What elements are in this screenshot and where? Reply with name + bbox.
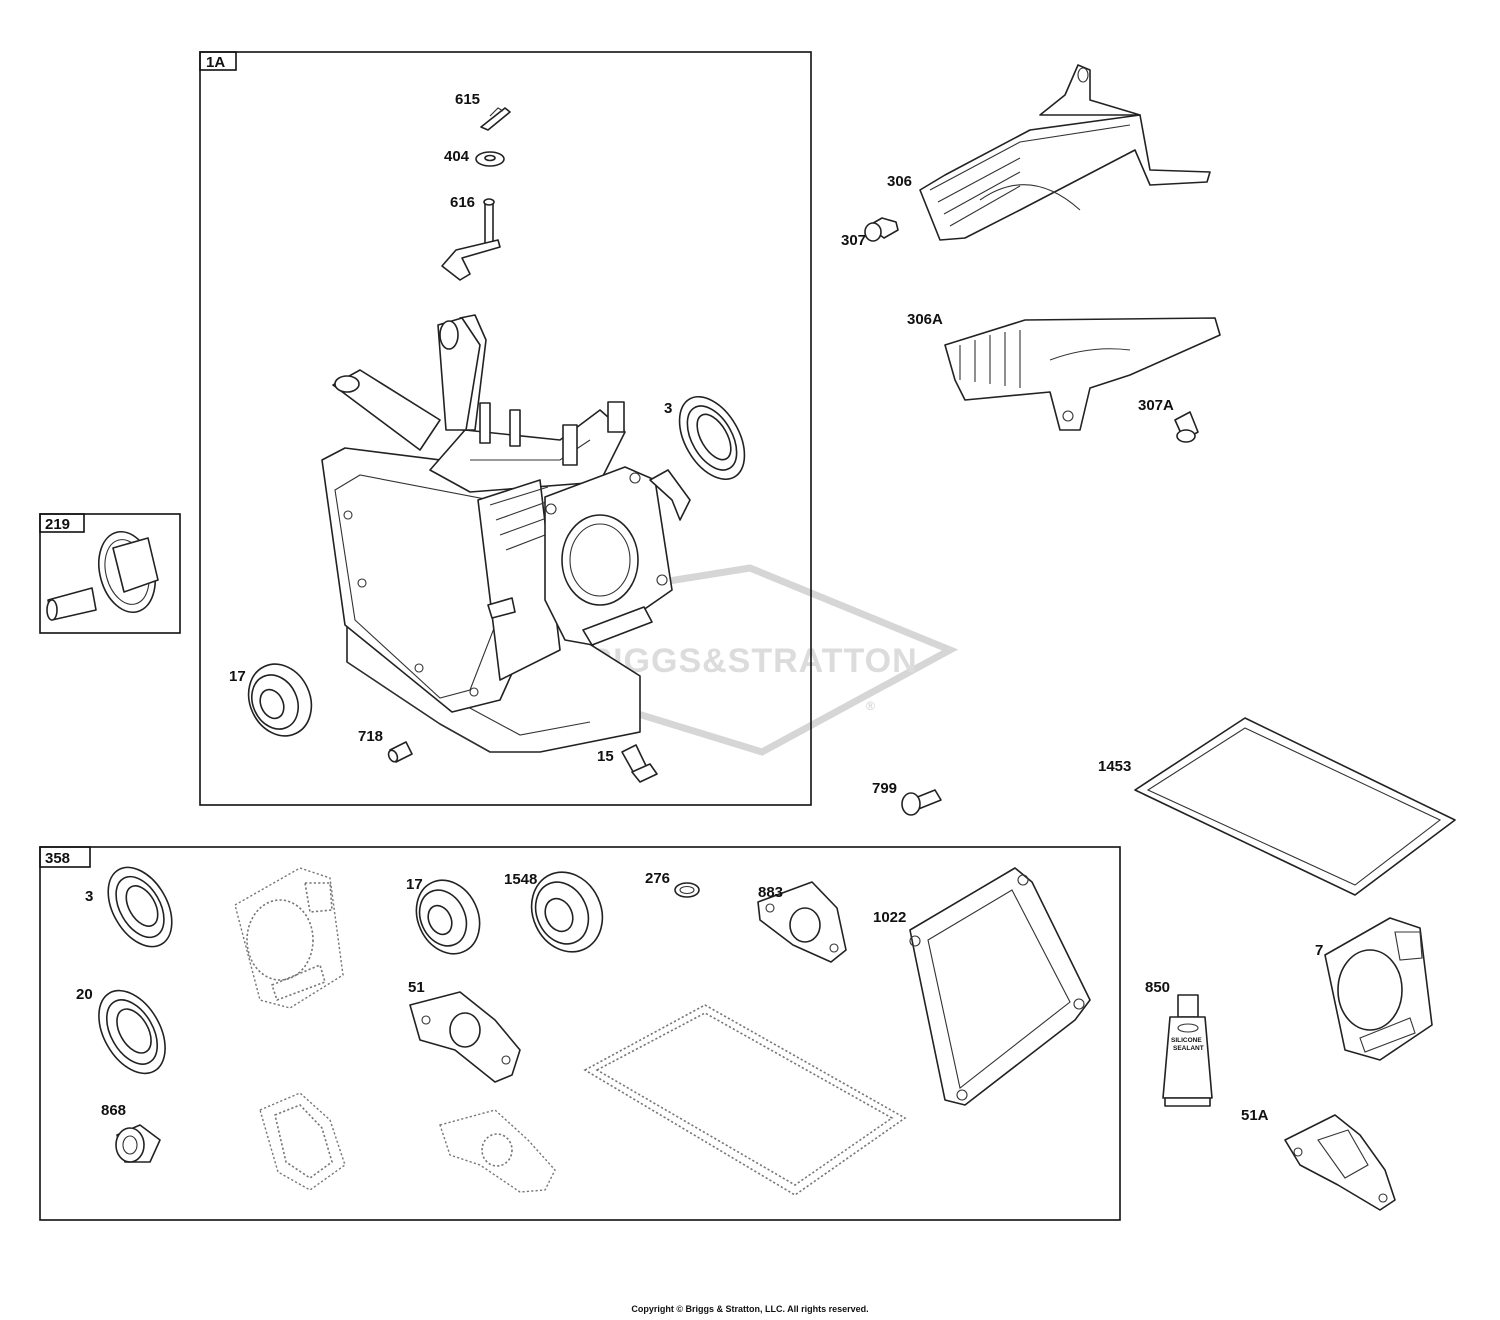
part-219-governor-gear[interactable]: [46, 525, 164, 621]
box-219-label: 219: [45, 516, 70, 533]
callout-718[interactable]: 718: [358, 728, 383, 745]
phantom-sump-gasket: [583, 1004, 907, 1196]
part-307a-screw[interactable]: [1174, 411, 1199, 443]
box-358-frame: [39, 846, 1121, 1221]
callout-1548[interactable]: 1548: [504, 871, 537, 888]
part-51a-gasket[interactable]: [1284, 1114, 1396, 1211]
callout-306[interactable]: 306: [887, 173, 912, 190]
phantom-head-gasket: [234, 867, 344, 1009]
box-219-tag: [39, 513, 85, 533]
phantom-exhaust-gasket: [439, 1109, 556, 1193]
part-3-oil-seal[interactable]: [666, 386, 758, 491]
part-15-screw[interactable]: [621, 744, 658, 783]
box-1a-label: 1A: [206, 54, 225, 71]
part-307-screw[interactable]: [864, 217, 899, 242]
part-868-valve-seal[interactable]: [115, 1124, 161, 1163]
part-3-oil-seal-kit[interactable]: [95, 856, 185, 957]
callout-3-top[interactable]: 3: [664, 400, 672, 417]
copyright-notice: Copyright © Briggs & Stratton, LLC. All …: [631, 1304, 869, 1314]
part-883-gasket[interactable]: [757, 881, 847, 963]
part-1453-gasket[interactable]: [1134, 717, 1456, 896]
sealant-line-1: SILICONE: [1171, 1037, 1202, 1044]
callout-307a[interactable]: 307A: [1138, 397, 1174, 414]
part-20-oil-seal[interactable]: [85, 979, 178, 1085]
sealant-line-2: SEALANT: [1173, 1045, 1204, 1052]
part-306-shroud[interactable]: [919, 64, 1211, 241]
callout-307[interactable]: 307: [841, 232, 866, 249]
box-219-frame: [39, 513, 181, 634]
part-850-silicone-sealant[interactable]: SILICONE SEALANT: [1162, 994, 1213, 1107]
part-1548-bearing[interactable]: [519, 860, 615, 963]
part-17-bearing[interactable]: [237, 654, 323, 746]
callout-51[interactable]: 51: [408, 979, 425, 996]
phantom-cover-gasket: [259, 1092, 346, 1191]
callout-20[interactable]: 20: [76, 986, 93, 1003]
part-276-o-ring[interactable]: [674, 882, 700, 898]
part-7-head-gasket[interactable]: [1324, 917, 1433, 1061]
callout-17-top[interactable]: 17: [229, 668, 246, 685]
watermark-registered-mark: ®: [866, 699, 875, 713]
part-799-screw[interactable]: [901, 789, 942, 816]
part-615-cotter-pin[interactable]: [480, 107, 511, 131]
part-404-washer[interactable]: [475, 151, 505, 167]
engine-block[interactable]: [321, 314, 691, 753]
callout-51a[interactable]: 51A: [1241, 1107, 1269, 1124]
callout-883[interactable]: 883: [758, 884, 783, 901]
callout-868[interactable]: 868: [101, 1102, 126, 1119]
part-718-dowel-pin[interactable]: [387, 741, 413, 763]
part-51-gasket[interactable]: [409, 991, 521, 1083]
part-17-bearing-kit[interactable]: [405, 870, 491, 964]
callout-404[interactable]: 404: [444, 148, 470, 165]
callout-276[interactable]: 276: [645, 870, 670, 887]
callout-799[interactable]: 799: [872, 780, 897, 797]
part-616-governor-shaft[interactable]: [441, 198, 501, 281]
callout-7[interactable]: 7: [1315, 942, 1323, 959]
part-1022-gasket[interactable]: [909, 867, 1091, 1106]
box-358-label: 358: [45, 850, 70, 867]
callout-3-kit[interactable]: 3: [85, 888, 93, 905]
callout-1022[interactable]: 1022: [873, 909, 906, 926]
part-306a-shroud[interactable]: [944, 317, 1221, 431]
callout-17-kit[interactable]: 17: [406, 876, 423, 893]
callout-616[interactable]: 616: [450, 194, 475, 211]
callout-615[interactable]: 615: [455, 91, 480, 108]
callout-850[interactable]: 850: [1145, 979, 1170, 996]
callout-306a[interactable]: 306A: [907, 311, 943, 328]
box-358-tag: [39, 846, 91, 868]
box-1a-tag: [199, 51, 237, 71]
box-1a-frame: [199, 51, 812, 806]
callout-15[interactable]: 15: [597, 748, 614, 765]
callout-1453[interactable]: 1453: [1098, 758, 1131, 775]
